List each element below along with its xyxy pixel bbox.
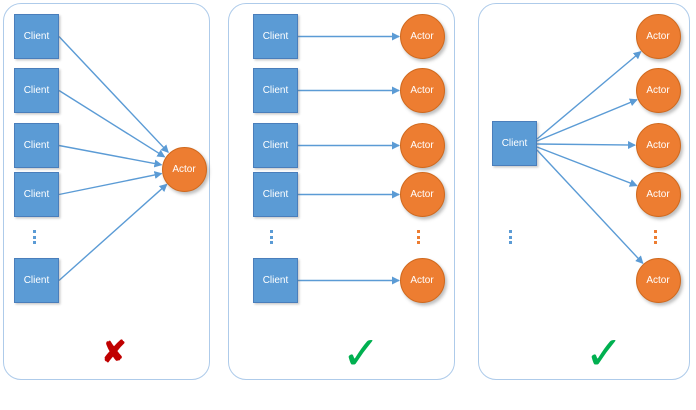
client-node: Client bbox=[14, 68, 59, 113]
client-actor-arrow bbox=[58, 144, 163, 168]
ellipsis-dot bbox=[508, 230, 512, 233]
ellipsis-dot bbox=[269, 241, 273, 244]
cross-icon: ✘ bbox=[101, 336, 127, 369]
vertical-ellipsis-icon bbox=[653, 230, 657, 244]
ellipsis-dot bbox=[653, 235, 657, 239]
actor-node: Actor bbox=[399, 258, 445, 303]
client-node: Client bbox=[14, 14, 59, 59]
ellipsis-dot bbox=[508, 235, 512, 239]
ellipsis-dot bbox=[269, 230, 273, 233]
client-actor-arrow bbox=[58, 89, 166, 158]
client-node: Client bbox=[14, 172, 59, 217]
client-actor-arrow bbox=[536, 146, 638, 187]
client-actor-arrow bbox=[536, 98, 638, 142]
client-node: Client bbox=[492, 121, 537, 166]
check-icon: ✓ bbox=[341, 327, 381, 379]
client-actor-arrow bbox=[536, 51, 642, 140]
vertical-ellipsis-icon bbox=[269, 230, 273, 244]
actor-node: Actor bbox=[399, 68, 445, 113]
client-node: Client bbox=[253, 258, 298, 303]
client-actor-arrow bbox=[536, 149, 644, 265]
client-actor-arrow bbox=[58, 171, 163, 196]
client-actor-arrow bbox=[58, 183, 168, 282]
ellipsis-dot bbox=[653, 241, 657, 244]
client-node: Client bbox=[253, 14, 298, 59]
vertical-ellipsis-icon bbox=[32, 230, 36, 244]
actor-node: Actor bbox=[399, 14, 445, 59]
ellipsis-dot bbox=[32, 241, 36, 244]
client-node: Client bbox=[253, 123, 298, 168]
actor-node: Actor bbox=[635, 14, 681, 59]
vertical-ellipsis-icon bbox=[508, 230, 512, 244]
ellipsis-dot bbox=[269, 235, 273, 239]
client-actor-arrow bbox=[58, 36, 169, 154]
ellipsis-dot bbox=[32, 230, 36, 233]
client-node: Client bbox=[14, 258, 59, 303]
client-actor-arrow bbox=[536, 141, 636, 150]
actor-node: Actor bbox=[635, 258, 681, 303]
ellipsis-dot bbox=[416, 230, 420, 233]
client-node: Client bbox=[14, 123, 59, 168]
vertical-ellipsis-icon bbox=[416, 230, 420, 244]
actor-node: Actor bbox=[635, 172, 681, 217]
ellipsis-dot bbox=[32, 235, 36, 239]
ellipsis-dot bbox=[508, 241, 512, 244]
check-icon: ✓ bbox=[584, 327, 624, 379]
actor-node: Actor bbox=[635, 123, 681, 168]
client-node: Client bbox=[253, 172, 298, 217]
actor-node: Actor bbox=[399, 123, 445, 168]
actor-node: Actor bbox=[635, 68, 681, 113]
actor-node: Actor bbox=[399, 172, 445, 217]
ellipsis-dot bbox=[416, 235, 420, 239]
ellipsis-dot bbox=[416, 241, 420, 244]
ellipsis-dot bbox=[653, 230, 657, 233]
actor-node: Actor bbox=[161, 146, 207, 192]
client-node: Client bbox=[253, 68, 298, 113]
